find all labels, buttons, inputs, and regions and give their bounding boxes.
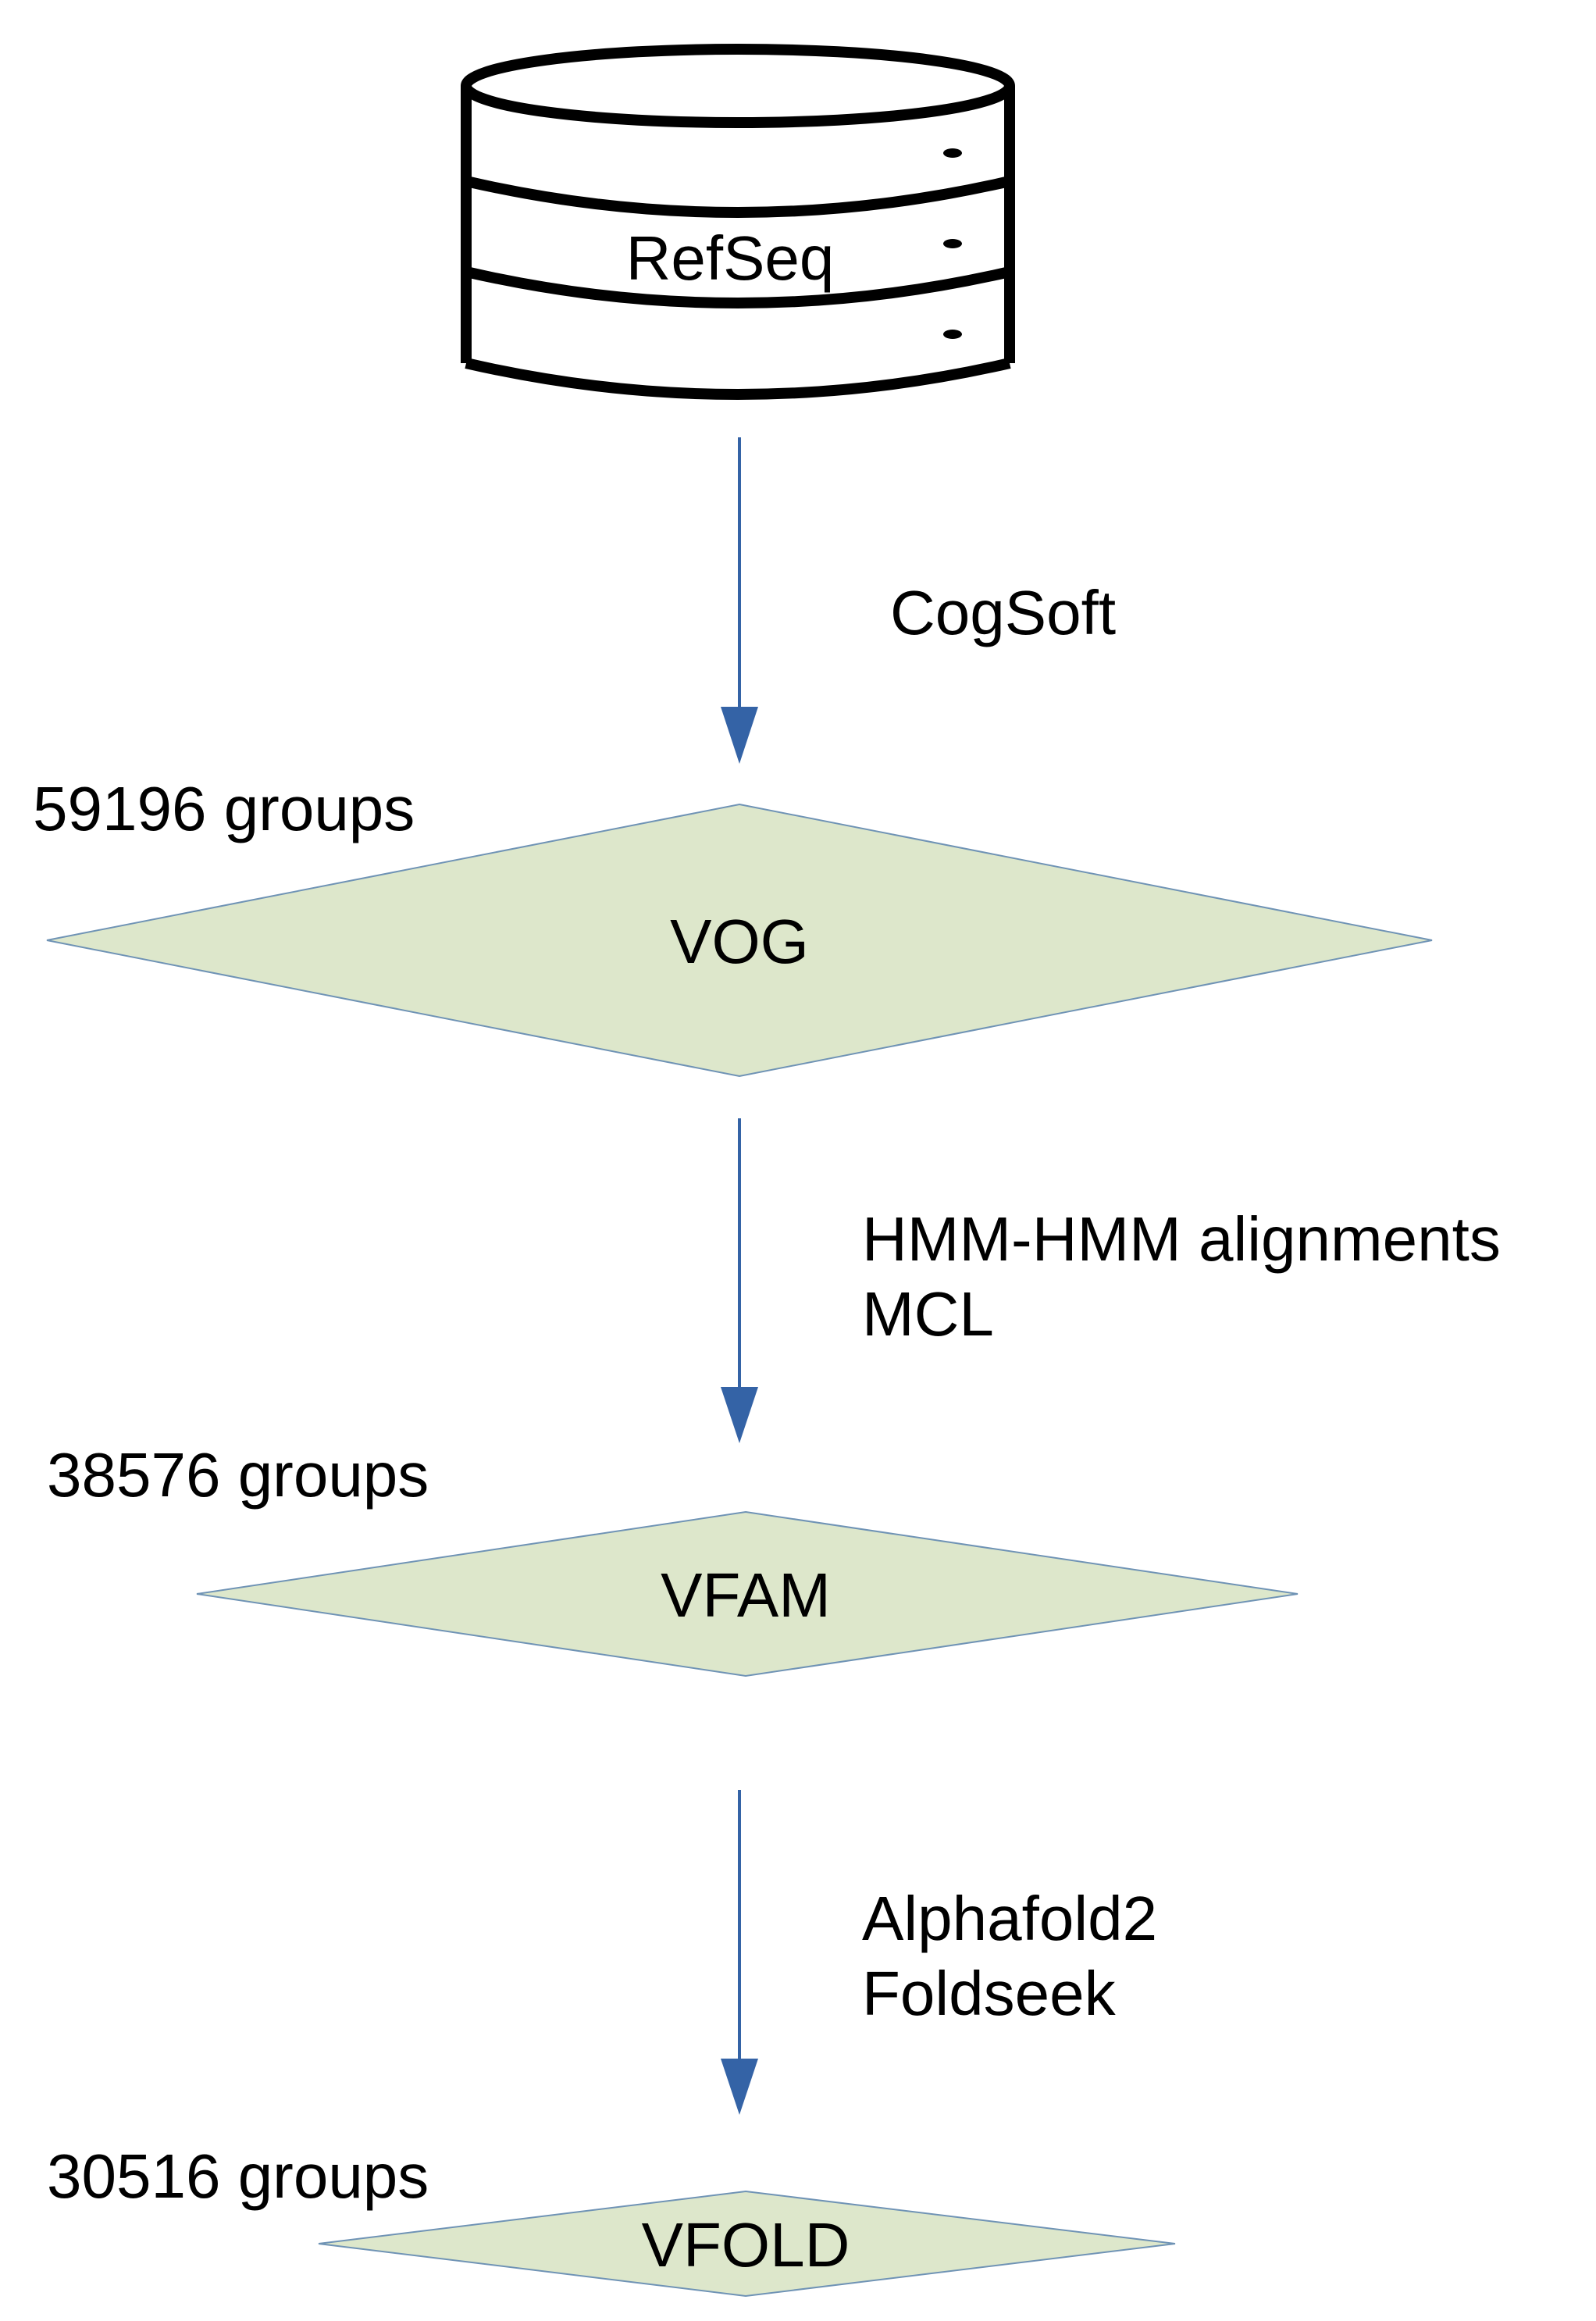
step-3-tool-2: Foldseek <box>862 1959 1117 2028</box>
step-3-tool-1: Alphafold2 <box>862 1884 1157 1953</box>
vog-node-label: VOG <box>670 907 809 976</box>
database-label: RefSeq <box>626 223 835 293</box>
arrow-3 <box>721 1790 758 2115</box>
step-1-tool: CogSoft <box>890 578 1116 647</box>
arrow-2 <box>721 1118 758 1443</box>
vfam-node-label: VFAM <box>661 1560 831 1630</box>
vog-node <box>46 803 1433 1078</box>
step-2-tool-1: HMM-HMM alignments <box>862 1204 1501 1274</box>
database-icon <box>461 44 1015 400</box>
vfold-group-count: 30516 groups <box>47 2141 429 2211</box>
vfam-group-count: 38576 groups <box>47 1440 429 1510</box>
vfam-node <box>196 1510 1299 1677</box>
vfold-node-label: VFOLD <box>642 2210 850 2280</box>
vfold-node <box>318 2190 1176 2298</box>
vog-group-count: 59196 groups <box>33 774 415 843</box>
arrow-1 <box>721 437 758 764</box>
step-2-tool-2: MCL <box>862 1279 994 1349</box>
